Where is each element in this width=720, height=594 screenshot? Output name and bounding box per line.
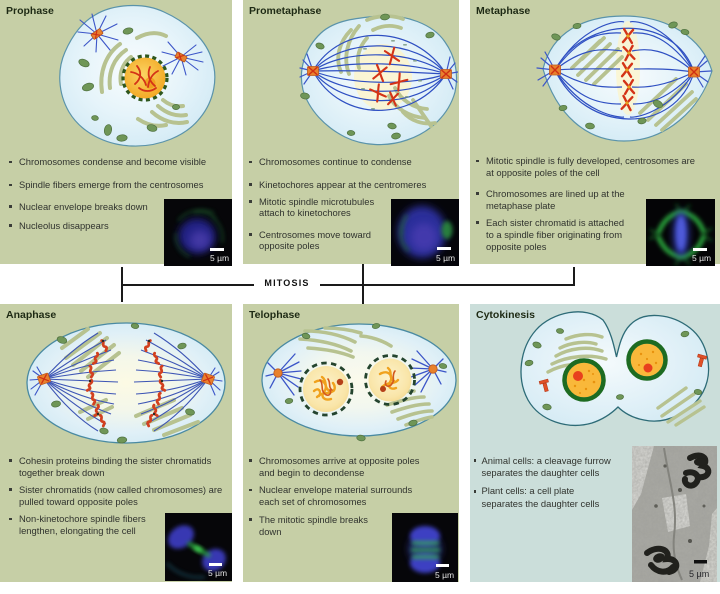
svg-text:5 µm: 5 µm bbox=[692, 253, 711, 263]
svg-text:5 µm: 5 µm bbox=[210, 253, 229, 263]
svg-text:5 µm: 5 µm bbox=[435, 570, 454, 580]
svg-text:5 µm: 5 µm bbox=[689, 569, 709, 579]
svg-text:5 µm: 5 µm bbox=[208, 568, 227, 578]
svg-text:5 µm: 5 µm bbox=[436, 253, 455, 263]
